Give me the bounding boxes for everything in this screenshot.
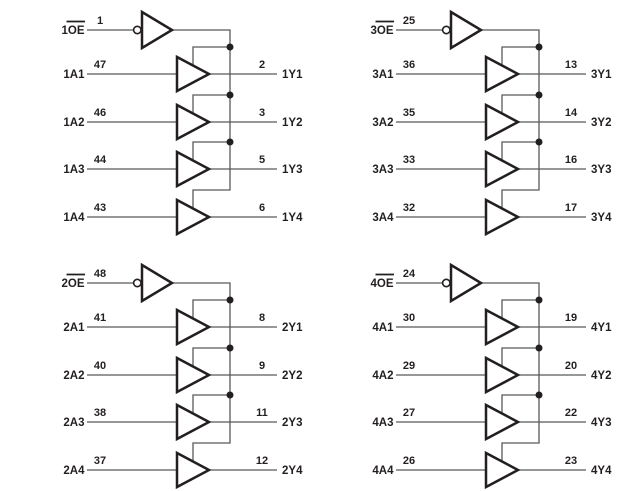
input-pin-number: 27 xyxy=(403,407,415,419)
buffer-group-4: 4OE 24 4A1 30 19 4Y1 4A2 29 20 4Y2 4A3 2… xyxy=(370,263,612,489)
input-pin-number: 46 xyxy=(94,107,106,119)
output-pin-number: 16 xyxy=(565,154,577,166)
input-pin-number: 33 xyxy=(403,154,415,166)
output-label: 1Y1 xyxy=(282,69,303,81)
output-pin-number: 3 xyxy=(259,107,265,119)
input-label: 3A4 xyxy=(372,212,394,224)
oe-pin-number: 24 xyxy=(403,268,416,280)
input-label: 1A3 xyxy=(63,164,84,176)
input-label: 2A2 xyxy=(63,370,84,382)
oe-label: 3OE xyxy=(370,25,393,37)
output-label: 1Y4 xyxy=(282,212,303,224)
group-linework-use xyxy=(374,10,588,236)
output-label: 3Y2 xyxy=(591,117,611,129)
output-pin-number: 11 xyxy=(256,407,268,419)
input-pin-number: 43 xyxy=(94,202,106,214)
input-pin-number: 32 xyxy=(403,202,415,214)
input-pin-number: 40 xyxy=(94,360,106,372)
input-label: 1A4 xyxy=(63,212,85,224)
output-label: 1Y3 xyxy=(282,164,302,176)
input-label: 4A2 xyxy=(372,370,393,382)
input-label: 3A3 xyxy=(372,164,393,176)
output-pin-number: 13 xyxy=(565,59,577,71)
buffer-group-2: 2OE 48 2A1 41 8 2Y1 2A2 40 9 2Y2 2A3 38 … xyxy=(61,263,303,489)
output-label: 2Y2 xyxy=(282,370,302,382)
input-label: 4A1 xyxy=(372,322,394,334)
oe-label: 2OE xyxy=(61,278,84,290)
input-pin-number: 47 xyxy=(94,59,106,71)
oe-pin-number: 1 xyxy=(97,15,103,27)
buffer-group-3: 3OE 25 3A1 36 13 3Y1 3A2 35 14 3Y2 3A3 3… xyxy=(370,10,612,236)
buffer-group-1: 1OE 1 1A1 47 2 1Y1 1A2 46 3 1Y2 1A3 44 5… xyxy=(61,10,303,236)
input-label: 4A4 xyxy=(372,465,394,477)
oe-pin-number: 25 xyxy=(403,15,415,27)
output-label: 4Y3 xyxy=(591,417,611,429)
output-pin-number: 22 xyxy=(565,407,577,419)
group-linework-use xyxy=(65,10,279,236)
oe-label: 4OE xyxy=(370,278,393,290)
input-label: 3A1 xyxy=(372,69,394,81)
output-label: 3Y4 xyxy=(591,212,612,224)
output-pin-number: 2 xyxy=(259,59,265,71)
input-pin-number: 38 xyxy=(94,407,106,419)
input-label: 4A3 xyxy=(372,417,393,429)
output-pin-number: 17 xyxy=(565,202,577,214)
input-label: 1A1 xyxy=(63,69,85,81)
input-pin-number: 37 xyxy=(94,455,106,467)
output-label: 2Y1 xyxy=(282,322,303,334)
output-label: 2Y3 xyxy=(282,417,302,429)
input-label: 1A2 xyxy=(63,117,84,129)
output-label: 3Y1 xyxy=(591,69,612,81)
input-label: 2A4 xyxy=(63,465,85,477)
oe-pin-number: 48 xyxy=(94,268,106,280)
output-pin-number: 20 xyxy=(565,360,577,372)
output-label: 4Y2 xyxy=(591,370,611,382)
input-label: 2A3 xyxy=(63,417,84,429)
input-pin-number: 44 xyxy=(94,154,107,166)
input-label: 2A1 xyxy=(63,322,85,334)
input-label: 3A2 xyxy=(372,117,393,129)
input-pin-number: 41 xyxy=(94,312,106,324)
input-pin-number: 36 xyxy=(403,59,415,71)
output-pin-number: 8 xyxy=(259,312,265,324)
output-label: 1Y2 xyxy=(282,117,302,129)
input-pin-number: 26 xyxy=(403,455,415,467)
output-pin-number: 23 xyxy=(565,455,577,467)
output-pin-number: 14 xyxy=(565,107,578,119)
output-label: 4Y4 xyxy=(591,465,612,477)
output-label: 4Y1 xyxy=(591,322,612,334)
input-pin-number: 29 xyxy=(403,360,415,372)
output-pin-number: 19 xyxy=(565,312,577,324)
input-pin-number: 35 xyxy=(403,107,415,119)
group-linework-use xyxy=(65,263,279,489)
output-pin-number: 5 xyxy=(259,154,265,166)
output-pin-number: 6 xyxy=(259,202,265,214)
output-pin-number: 9 xyxy=(259,360,265,372)
output-label: 3Y3 xyxy=(591,164,611,176)
output-pin-number: 12 xyxy=(256,455,268,467)
group-linework-use xyxy=(374,263,588,489)
oe-label: 1OE xyxy=(61,25,84,37)
input-pin-number: 30 xyxy=(403,312,415,324)
output-label: 2Y4 xyxy=(282,465,303,477)
